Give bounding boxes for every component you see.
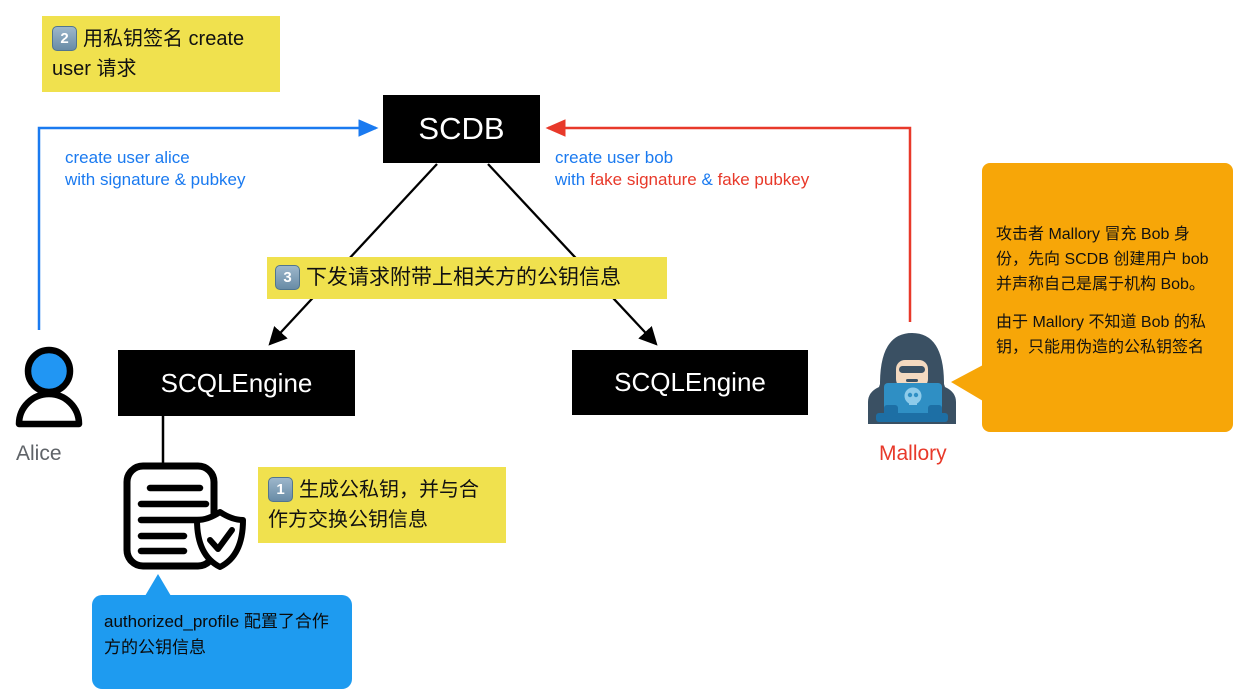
mallory-hacker-icon <box>868 333 956 424</box>
scqlengine-right-box: SCQLEngine <box>572 350 808 415</box>
step2-text: 用私钥签名 create user 请求 <box>52 28 245 80</box>
callout-tail <box>951 365 983 401</box>
document-shield-icon <box>123 462 246 570</box>
step3-badge: 3 <box>275 265 300 290</box>
scdb-to-left-engine-arrow <box>268 163 438 346</box>
callout-paragraph1: 攻击者 Mallory 冒充 Bob 身份，先向 SCDB 创建用户 bob 并… <box>996 226 1209 293</box>
mallory-attack-callout: 攻击者 Mallory 冒充 Bob 身份，先向 SCDB 创建用户 bob 并… <box>951 163 1233 432</box>
step3-text: 下发请求附带上相关方的公钥信息 <box>306 266 621 289</box>
mallory-request-line1: create user bob <box>555 148 674 167</box>
scqlengine-left-box: SCQLEngine <box>118 350 355 416</box>
scdb-box: SCDB <box>383 95 540 163</box>
mallory-name-label: Mallory <box>879 442 947 465</box>
mallory-request-label: create user bob with fake signature & fa… <box>555 147 809 192</box>
seg-fake-pubkey: fake pubkey <box>717 170 810 190</box>
alice-request-line2: with signature & pubkey <box>65 170 246 190</box>
mallory-request-line2: with fake signature & fake pubkey <box>555 169 809 191</box>
scqlengine-left-label: SCQLEngine <box>160 367 313 398</box>
seg-ampersand: & <box>696 170 718 190</box>
step1-badge: 1 <box>268 477 293 502</box>
alice-person-icon <box>15 346 83 428</box>
scdb-label: SCDB <box>418 111 505 146</box>
step2-badge: 2 <box>52 26 77 51</box>
bubble-text: authorized_profile 配置了合作方的公钥信息 <box>104 612 329 657</box>
step1-text: 生成公私钥，并与合作方交换公钥信息 <box>268 479 479 531</box>
alice-name-label: Alice <box>16 442 62 465</box>
alice-request-label: create user alice with signature & pubke… <box>65 147 246 192</box>
callout-paragraph2: 由于 Mallory 不知道 Bob 的私钥，只能用伪造的公私钥签名 <box>996 314 1206 357</box>
bubble-tail <box>145 574 171 596</box>
note-step3: 3 下发请求附带上相关方的公钥信息 <box>267 257 667 299</box>
seg-with: with <box>555 170 590 190</box>
seg-fake-signature: fake signature <box>589 170 697 190</box>
scqlengine-right-label: SCQLEngine <box>614 367 766 397</box>
alice-request-line1: create user alice <box>65 148 190 167</box>
authorized-profile-bubble: authorized_profile 配置了合作方的公钥信息 <box>92 574 352 689</box>
